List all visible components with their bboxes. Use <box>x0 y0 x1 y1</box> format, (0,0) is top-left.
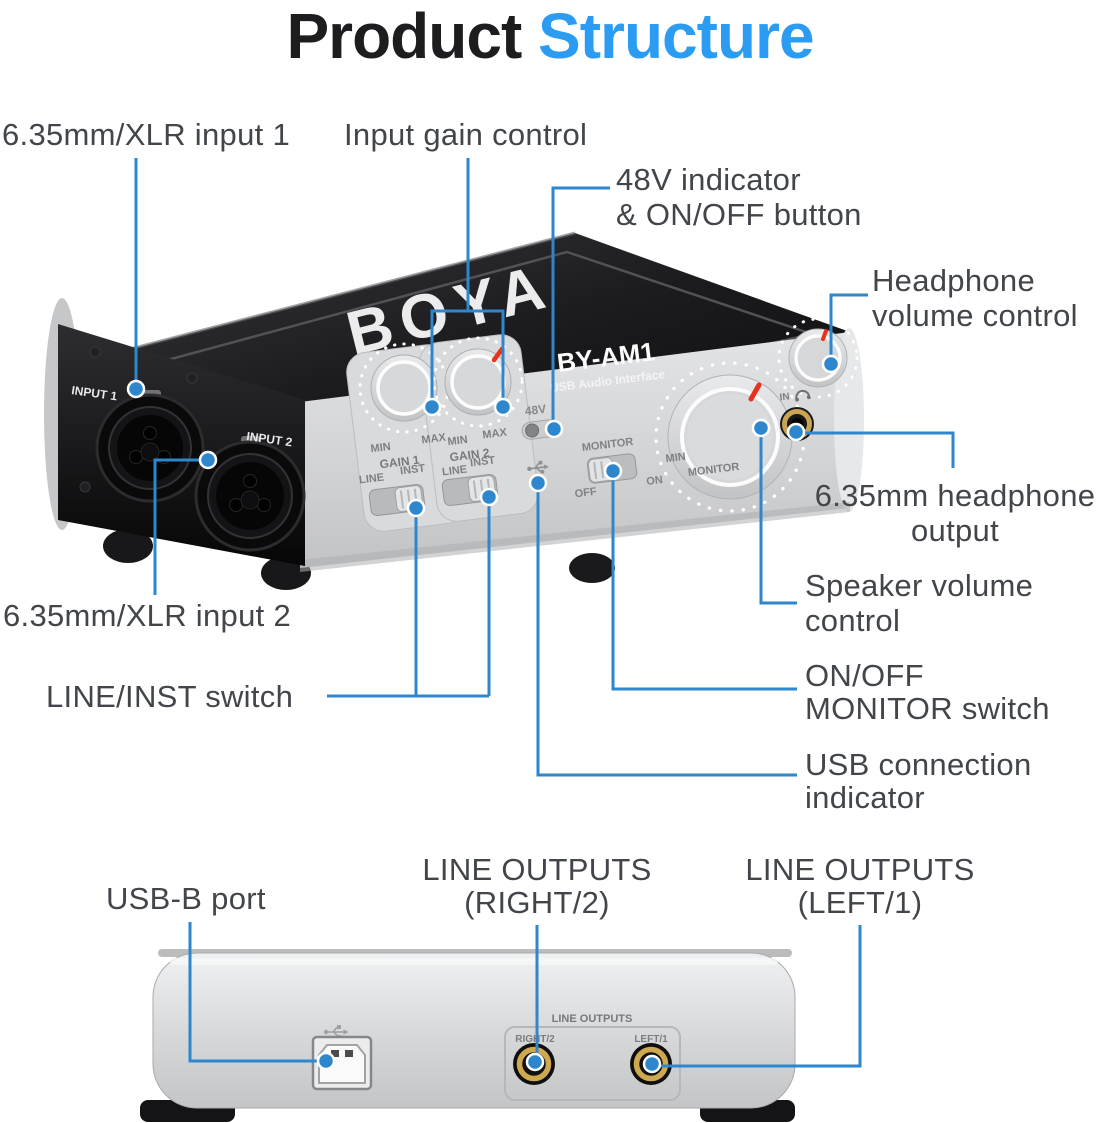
device-rear-view: LINE OUTPUTS RIGHT/2 LEFT/1 <box>140 949 796 1122</box>
inst2-label: INST <box>469 455 496 470</box>
callout-line-inst: LINE/INST switch <box>46 679 294 714</box>
xlr-combo-input-1 <box>95 390 205 503</box>
callout-line-out-right: LINE OUTPUTS(RIGHT/2) <box>422 852 652 920</box>
gain1-min-label: MIN <box>370 441 392 455</box>
device-foot <box>569 553 615 583</box>
leader-dots <box>126 354 841 1074</box>
title-product: Product <box>286 0 522 72</box>
screw <box>79 481 91 493</box>
dot-hp-output <box>786 422 806 442</box>
leader-monitor-switch <box>611 471 797 691</box>
dot-line-inst-2 <box>479 487 499 507</box>
monitor-min-label: MIN <box>665 451 687 465</box>
dot-hp-volume <box>821 354 841 374</box>
callout-input2: 6.35mm/XLR input 2 <box>3 598 291 633</box>
leader-line-out-left <box>656 925 862 1068</box>
right2-print: RIGHT/2 <box>515 1034 555 1045</box>
phantom-48v-label: 48V <box>524 402 547 418</box>
callout-usb-b: USB-B port <box>106 881 266 916</box>
monitor-on-label: ON <box>646 474 664 488</box>
dot-48v <box>544 419 564 439</box>
leader-hp-volume <box>829 293 868 364</box>
dot-line-out-right <box>525 1052 545 1072</box>
input1-print: INPUT 1 <box>71 383 119 403</box>
usb-indicator-icon <box>527 460 549 474</box>
callout-48v: 48V indicator& ON/OFF button <box>616 162 862 232</box>
screw <box>89 346 101 358</box>
dot-input2 <box>198 450 218 470</box>
leader-gain-bracket <box>430 309 505 407</box>
left1-print: LEFT/1 <box>634 1034 668 1045</box>
title-structure: Structure <box>538 0 814 72</box>
gain2-indicator-mark <box>491 346 505 363</box>
line2-label: LINE <box>441 464 467 479</box>
device-front-view: BOYA INPUT 1 <box>44 231 864 590</box>
callout-input-gain: Input gain control <box>344 117 588 152</box>
page-title: Product Structure <box>0 0 1100 72</box>
inst1-label: INST <box>399 463 426 478</box>
usb-icon-rear <box>323 1025 348 1039</box>
in-label: IN <box>779 391 790 403</box>
dot-line-out-left <box>642 1054 662 1074</box>
headphone-icon <box>795 389 811 402</box>
dot-usb-b <box>316 1051 336 1071</box>
leader-hp-output <box>796 431 955 468</box>
gain-knob-2 <box>432 336 524 428</box>
dot-input1 <box>126 379 146 399</box>
xlr-combo-input-2 <box>194 436 306 552</box>
usb-b-port <box>311 1035 373 1091</box>
leader-input2 <box>153 458 208 595</box>
line-outputs-box <box>504 1026 681 1101</box>
line-outputs-print: LINE OUTPUTS <box>552 1013 633 1025</box>
gain1-label: GAIN 1 <box>379 453 421 472</box>
headphone-indicator-mark <box>821 329 828 341</box>
callout-input1: 6.35mm/XLR input 1 <box>2 117 290 152</box>
leader-usb-indicator <box>536 483 797 777</box>
input2-print: INPUT 2 <box>246 429 294 449</box>
gain2-min-label: MIN <box>447 434 469 448</box>
gain1-max-label: MAX <box>421 431 447 446</box>
rear-body <box>152 952 796 1109</box>
gain2-label: GAIN 2 <box>449 446 491 465</box>
callout-line-out-left: LINE OUTPUTS(LEFT/1) <box>745 852 975 920</box>
gain2-max-label: MAX <box>482 426 508 441</box>
monitor-off-label: OFF <box>574 486 598 501</box>
leader-48v <box>551 186 610 428</box>
dot-gain2 <box>493 397 513 417</box>
line1-label: LINE <box>358 472 384 487</box>
dot-speaker-volume <box>751 418 771 438</box>
dot-line-inst-1 <box>406 498 426 518</box>
leader-speaker-volume <box>759 428 797 605</box>
dot-monitor-switch <box>603 461 623 481</box>
leader-usb-b <box>188 922 322 1063</box>
gain-knob-1 <box>358 342 450 434</box>
dot-gain1 <box>422 397 442 417</box>
leader-lines <box>134 158 955 1068</box>
device-foot <box>103 529 153 563</box>
screw <box>186 372 198 384</box>
dot-usb-indicator <box>528 473 548 493</box>
monitor-indicator-mark <box>748 382 762 402</box>
